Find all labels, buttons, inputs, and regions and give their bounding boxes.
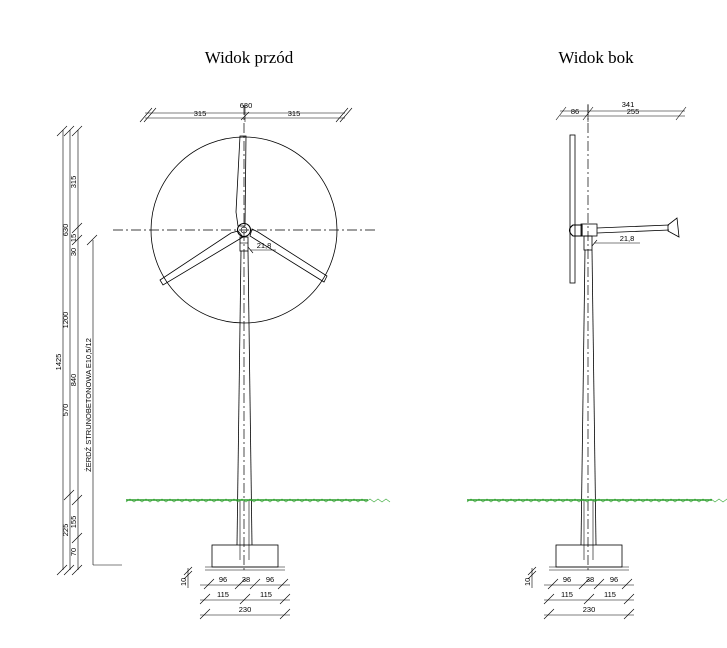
front-dim-155: 155	[69, 516, 78, 529]
front-base-10: 10	[179, 578, 188, 586]
front-base-dimensions: 96 38 96 115 115 230 10	[179, 566, 291, 620]
front-dim-570: 570	[61, 404, 70, 417]
front-base-115-right: 115	[260, 590, 272, 599]
side-dim-21-8: 21,8	[620, 234, 635, 243]
front-base-115-left: 115	[217, 590, 229, 599]
side-base-115-right: 115	[604, 590, 616, 599]
side-base-38: 38	[586, 575, 594, 584]
front-dim-30: 30	[69, 248, 78, 256]
side-ground-line	[466, 498, 727, 503]
pole-spec-label: ŻERDŹ STRUNOBETONOWA E10,5/12	[84, 338, 93, 472]
generator	[239, 236, 249, 252]
side-nacelle	[568, 217, 680, 251]
side-blade	[569, 134, 576, 284]
side-pole	[580, 249, 597, 560]
side-base-dimensions: 96 38 96 115 115 230 10	[523, 566, 635, 620]
side-dim-86: 86	[571, 107, 579, 116]
pole	[236, 250, 253, 560]
side-foundation	[549, 544, 629, 571]
side-base-96-right: 96	[610, 575, 618, 584]
front-dim-315-right: 315	[288, 109, 301, 118]
side-hub-dimension: 21,8	[591, 234, 640, 247]
front-base-230: 230	[239, 605, 252, 614]
front-hub-dimension: 21,8	[247, 241, 276, 254]
front-base-96-left: 96	[219, 575, 227, 584]
front-base-38: 38	[242, 575, 250, 584]
rotor-hub	[236, 222, 252, 238]
side-base-115-left: 115	[561, 590, 573, 599]
front-dim-21-8: 21,8	[257, 241, 272, 250]
front-dim-630: 630	[61, 224, 70, 237]
front-ground-line	[125, 498, 391, 503]
side-view: 341 86 255 21,8	[466, 100, 727, 620]
front-base-96-right: 96	[266, 575, 274, 584]
front-foundation	[205, 544, 285, 571]
front-dim-840: 840	[69, 374, 78, 387]
front-dim-315-left: 315	[194, 109, 207, 118]
front-vertical-dimensions: 1425 1200 630 570 225 315 15 30 840 155 …	[54, 125, 122, 576]
front-dim-630: 630	[240, 101, 253, 110]
side-base-96-left: 96	[563, 575, 571, 584]
side-base-10: 10	[523, 578, 532, 586]
side-view-title: Widok bok	[558, 48, 634, 67]
front-dim-315: 315	[69, 176, 78, 189]
front-dim-1425: 1425	[54, 354, 63, 371]
side-base-230: 230	[583, 605, 596, 614]
front-view: 630 315 315 21,8	[54, 101, 391, 620]
front-top-dimension: 630 315 315	[139, 101, 353, 123]
front-view-title: Widok przód	[205, 48, 294, 67]
front-dim-15: 15	[69, 234, 78, 242]
side-dim-255: 255	[627, 107, 640, 116]
side-top-dimension: 341 86 255	[555, 100, 687, 122]
front-dim-225: 225	[61, 524, 70, 537]
tail-vane	[667, 217, 680, 238]
front-dim-70: 70	[69, 548, 78, 556]
front-dim-1200: 1200	[61, 312, 70, 329]
rotor-blades	[159, 135, 328, 286]
side-dim-341: 341	[622, 100, 635, 109]
